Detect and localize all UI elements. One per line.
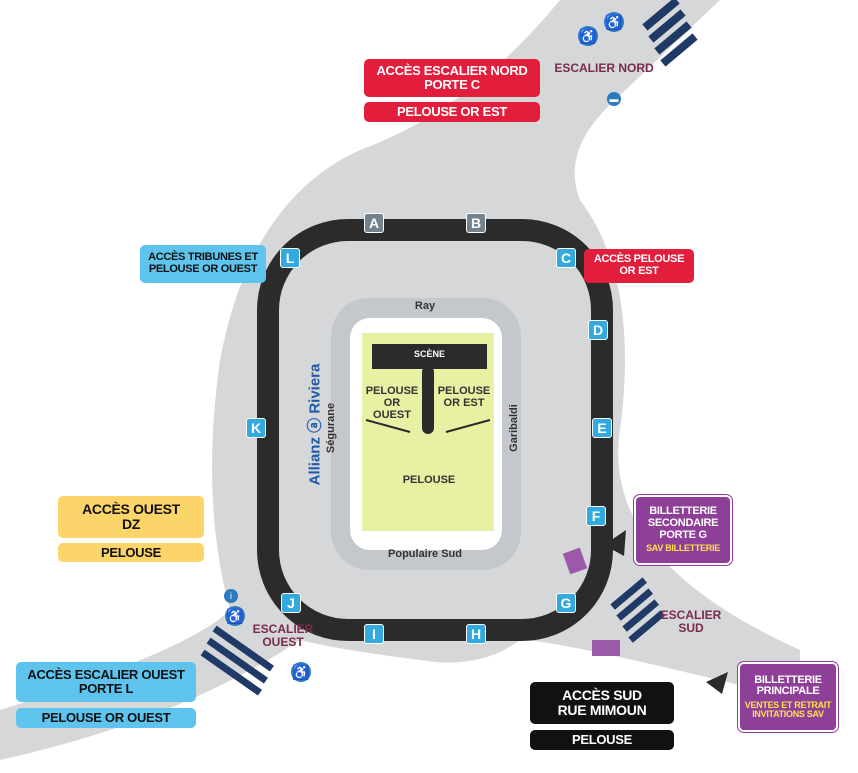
acces-tribunes-line2: PELOUSE OR OUEST bbox=[148, 263, 258, 275]
billetterie-sec-line3: PORTE G bbox=[659, 528, 707, 541]
stairs-ouest bbox=[200, 625, 274, 696]
acces-sud-line1: ACCÈS SUD bbox=[562, 687, 642, 704]
booth-principale bbox=[592, 640, 620, 656]
gate-i: I bbox=[364, 624, 384, 644]
pelouse-or-ouest-text: PELOUSE OR OUEST bbox=[41, 710, 171, 726]
escalier-sud-line2: SUD bbox=[678, 621, 704, 636]
pelouse-or-est-zone-line1: PELOUSE bbox=[437, 385, 491, 397]
acces-ouest-line2: DZ bbox=[121, 516, 141, 532]
pelouse-center: PELOUSE bbox=[394, 474, 464, 486]
stadium-name-1: Allianz bbox=[306, 437, 324, 486]
acces-escalier-ouest: ACCÈS ESCALIER OUEST PORTE L bbox=[16, 662, 196, 702]
gate-a: A bbox=[364, 213, 384, 233]
acces-sud-line2: RUE MIMOUN bbox=[557, 702, 647, 718]
escalier-sud-label: ESCALIER SUD bbox=[656, 608, 726, 636]
wheelchair-icon-2: ♿ bbox=[604, 12, 624, 32]
acces-ouest-dz: ACCÈS OUEST DZ bbox=[58, 496, 204, 538]
gate-k: K bbox=[246, 418, 266, 438]
scene-text: SCÈNE bbox=[413, 349, 445, 359]
billetterie-princ-line1: BILLETTERIE bbox=[754, 673, 822, 686]
stand-west: Ségurane bbox=[325, 403, 337, 453]
gate-j: J bbox=[281, 593, 301, 613]
acces-sud: ACCÈS SUD RUE MIMOUN bbox=[530, 682, 674, 724]
acces-escalier-ouest-line1: ACCÈS ESCALIER OUEST bbox=[27, 667, 185, 683]
gate-g: G bbox=[556, 593, 576, 613]
billetterie-sec-line2: SECONDAIRE bbox=[647, 517, 719, 529]
wheelchair-icon-3: ♿ bbox=[225, 606, 245, 626]
stand-north: Ray bbox=[400, 300, 450, 312]
stadium-name-2: Riviera bbox=[306, 363, 324, 414]
billetterie-princ-sub2: INVITATIONS SAV bbox=[752, 709, 824, 720]
arrow-billetterie-princ bbox=[706, 672, 728, 694]
acces-escalier-nord-line1: ACCÈS ESCALIER NORD bbox=[376, 63, 528, 79]
acces-pelouse-or-est: ACCÈS PELOUSE OR EST bbox=[584, 249, 694, 283]
acces-pelouse-or-est-line1: ACCÈS PELOUSE bbox=[593, 253, 685, 266]
escalier-sud-line1: ESCALIER bbox=[660, 608, 722, 622]
stand-north-text: Ray bbox=[414, 300, 436, 312]
gate-c: C bbox=[556, 248, 576, 268]
allianz-logo-icon: ⓐ bbox=[306, 417, 324, 433]
pelouse-black: PELOUSE bbox=[530, 730, 674, 750]
pelouse-yellow: PELOUSE bbox=[58, 543, 204, 562]
escalier-nord-label: ESCALIER NORD bbox=[552, 61, 656, 75]
stand-east-text: Garibaldi bbox=[507, 404, 520, 452]
stairs-nord bbox=[642, 0, 698, 67]
billetterie-secondaire: BILLETTERIE SECONDAIRE PORTE G SAV BILLE… bbox=[634, 495, 732, 565]
pelouse-or-est-zone: PELOUSE OR EST bbox=[436, 385, 492, 409]
pelouse-or-est-text: PELOUSE OR EST bbox=[397, 104, 507, 120]
catwalk bbox=[422, 366, 434, 434]
stand-south: Populaire Sud bbox=[370, 548, 480, 560]
pelouse-center-text: PELOUSE bbox=[402, 474, 456, 486]
acces-escalier-ouest-line2: PORTE L bbox=[78, 681, 134, 696]
acces-tribunes-label: ACCÈS TRIBUNES ET PELOUSE OR OUEST bbox=[140, 245, 266, 283]
stand-south-text: Populaire Sud bbox=[388, 548, 462, 560]
pelouse-or-est-north: PELOUSE OR EST bbox=[364, 102, 540, 122]
acces-escalier-nord: ACCÈS ESCALIER NORD PORTE C bbox=[364, 59, 540, 97]
wheelchair-icon: ♿ bbox=[578, 26, 598, 46]
stairs-sud bbox=[610, 577, 666, 643]
info-icon: i bbox=[224, 589, 238, 603]
escalier-ouest-line2: OUEST bbox=[262, 635, 304, 650]
billetterie-sec-sub: SAV BILLETTERIE bbox=[646, 543, 720, 554]
billetterie-princ-sub1: VENTES ET RETRAIT bbox=[744, 699, 832, 710]
gate-l: L bbox=[280, 248, 300, 268]
pelouse-or-ouest-bottom: PELOUSE OR OUEST bbox=[16, 708, 196, 728]
escalier-ouest-label: ESCALIER OUEST bbox=[248, 622, 318, 650]
gate-f: F bbox=[586, 506, 606, 526]
pelouse-or-ouest-zone-line1: PELOUSE bbox=[365, 385, 419, 397]
pelouse-yellow-text: PELOUSE bbox=[100, 544, 162, 560]
billetterie-principale: BILLETTERIE PRINCIPALE VENTES ET RETRAIT… bbox=[738, 662, 838, 732]
billetterie-sec-line1: BILLETTERIE bbox=[649, 505, 717, 518]
wheelchair-icon-4: ♿ bbox=[291, 662, 311, 682]
scene-block bbox=[372, 344, 487, 369]
escalier-ouest-line1: ESCALIER bbox=[252, 622, 314, 636]
pelouse-black-text: PELOUSE bbox=[571, 732, 633, 748]
arrow-billetterie-sec bbox=[604, 530, 626, 556]
billetterie-princ-line2: PRINCIPALE bbox=[756, 685, 820, 698]
escalier-nord-text: ESCALIER NORD bbox=[554, 61, 654, 75]
separation-lines bbox=[365, 419, 491, 433]
stand-east: Garibaldi bbox=[508, 404, 520, 452]
acces-pelouse-or-est-line2: OR EST bbox=[619, 265, 659, 277]
pelouse-or-est-zone-line2: OR EST bbox=[443, 397, 485, 410]
stadium-name: Allianz ⓐ Riviera bbox=[304, 325, 325, 525]
acces-escalier-nord-line2: PORTE C bbox=[424, 77, 480, 92]
scene-label: SCÈNE bbox=[372, 349, 487, 360]
pelouse-or-ouest-zone: PELOUSE OR OUEST bbox=[364, 385, 420, 421]
pelouse-or-ouest-zone-line2: OR OUEST bbox=[373, 397, 411, 422]
stand-west-text: Ségurane bbox=[325, 402, 338, 454]
gate-e: E bbox=[592, 418, 612, 438]
gate-h: H bbox=[466, 624, 486, 644]
acces-tribunes-line1: ACCÈS TRIBUNES ET bbox=[148, 251, 258, 264]
booth-porte-g bbox=[562, 547, 588, 575]
gate-d: D bbox=[588, 320, 608, 340]
gate-b: B bbox=[466, 213, 486, 233]
acces-ouest-line1: ACCÈS OUEST bbox=[82, 501, 180, 518]
bus-icon: ▬ bbox=[607, 92, 621, 106]
